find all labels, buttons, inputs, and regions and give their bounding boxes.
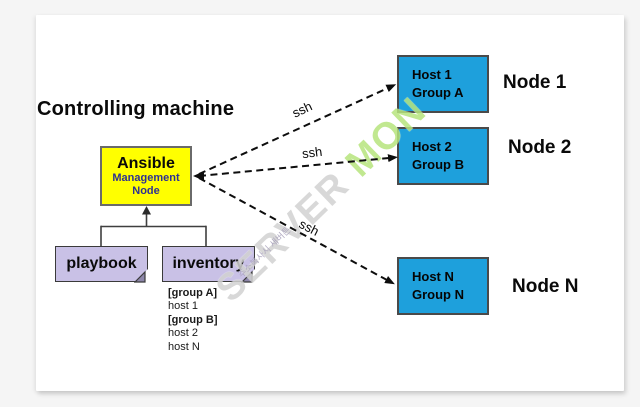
- inventory-line-group-b: [group B]: [168, 313, 218, 326]
- folded-corner-icon: [134, 268, 149, 283]
- inventory-line-host-1: host 1: [168, 300, 198, 313]
- inventory-listing: [group A] host 1 [group B] host 2 host N: [168, 287, 217, 354]
- inventory-line-group-a: [group A]: [168, 287, 218, 299]
- page-title: Controlling machine: [37, 98, 235, 120]
- host-1-group: Group A: [412, 85, 464, 100]
- inventory-line-host-n: host N: [168, 340, 200, 353]
- ansible-box-subtitle-line1: Management: [112, 171, 180, 184]
- ansible-box-title: Ansible: [117, 154, 175, 172]
- ssh-label-2: ssh: [301, 143, 324, 162]
- host-n-group: Group N: [412, 287, 464, 302]
- host-2-name: Host 2: [412, 139, 452, 154]
- host-n-name: Host N: [412, 269, 454, 284]
- node-2-label: Node 2: [508, 137, 572, 158]
- host-box-2: Host 2 Group B: [397, 127, 489, 185]
- host-box-n: Host N Group N: [397, 257, 489, 315]
- host-2-group: Group B: [412, 157, 464, 172]
- host-box-1: Host 1 Group A: [397, 55, 489, 113]
- host-1-name: Host 1: [412, 67, 452, 82]
- playbook-label: playbook: [66, 255, 137, 272]
- ansible-management-node-box: Ansible Management Node: [100, 146, 192, 206]
- ansible-box-subtitle-line2: Node: [132, 184, 160, 197]
- node-n-label: Node N: [512, 276, 579, 297]
- playbook-box: playbook: [55, 246, 149, 283]
- inventory-line-host-2: host 2: [168, 327, 198, 340]
- node-1-label: Node 1: [503, 72, 567, 93]
